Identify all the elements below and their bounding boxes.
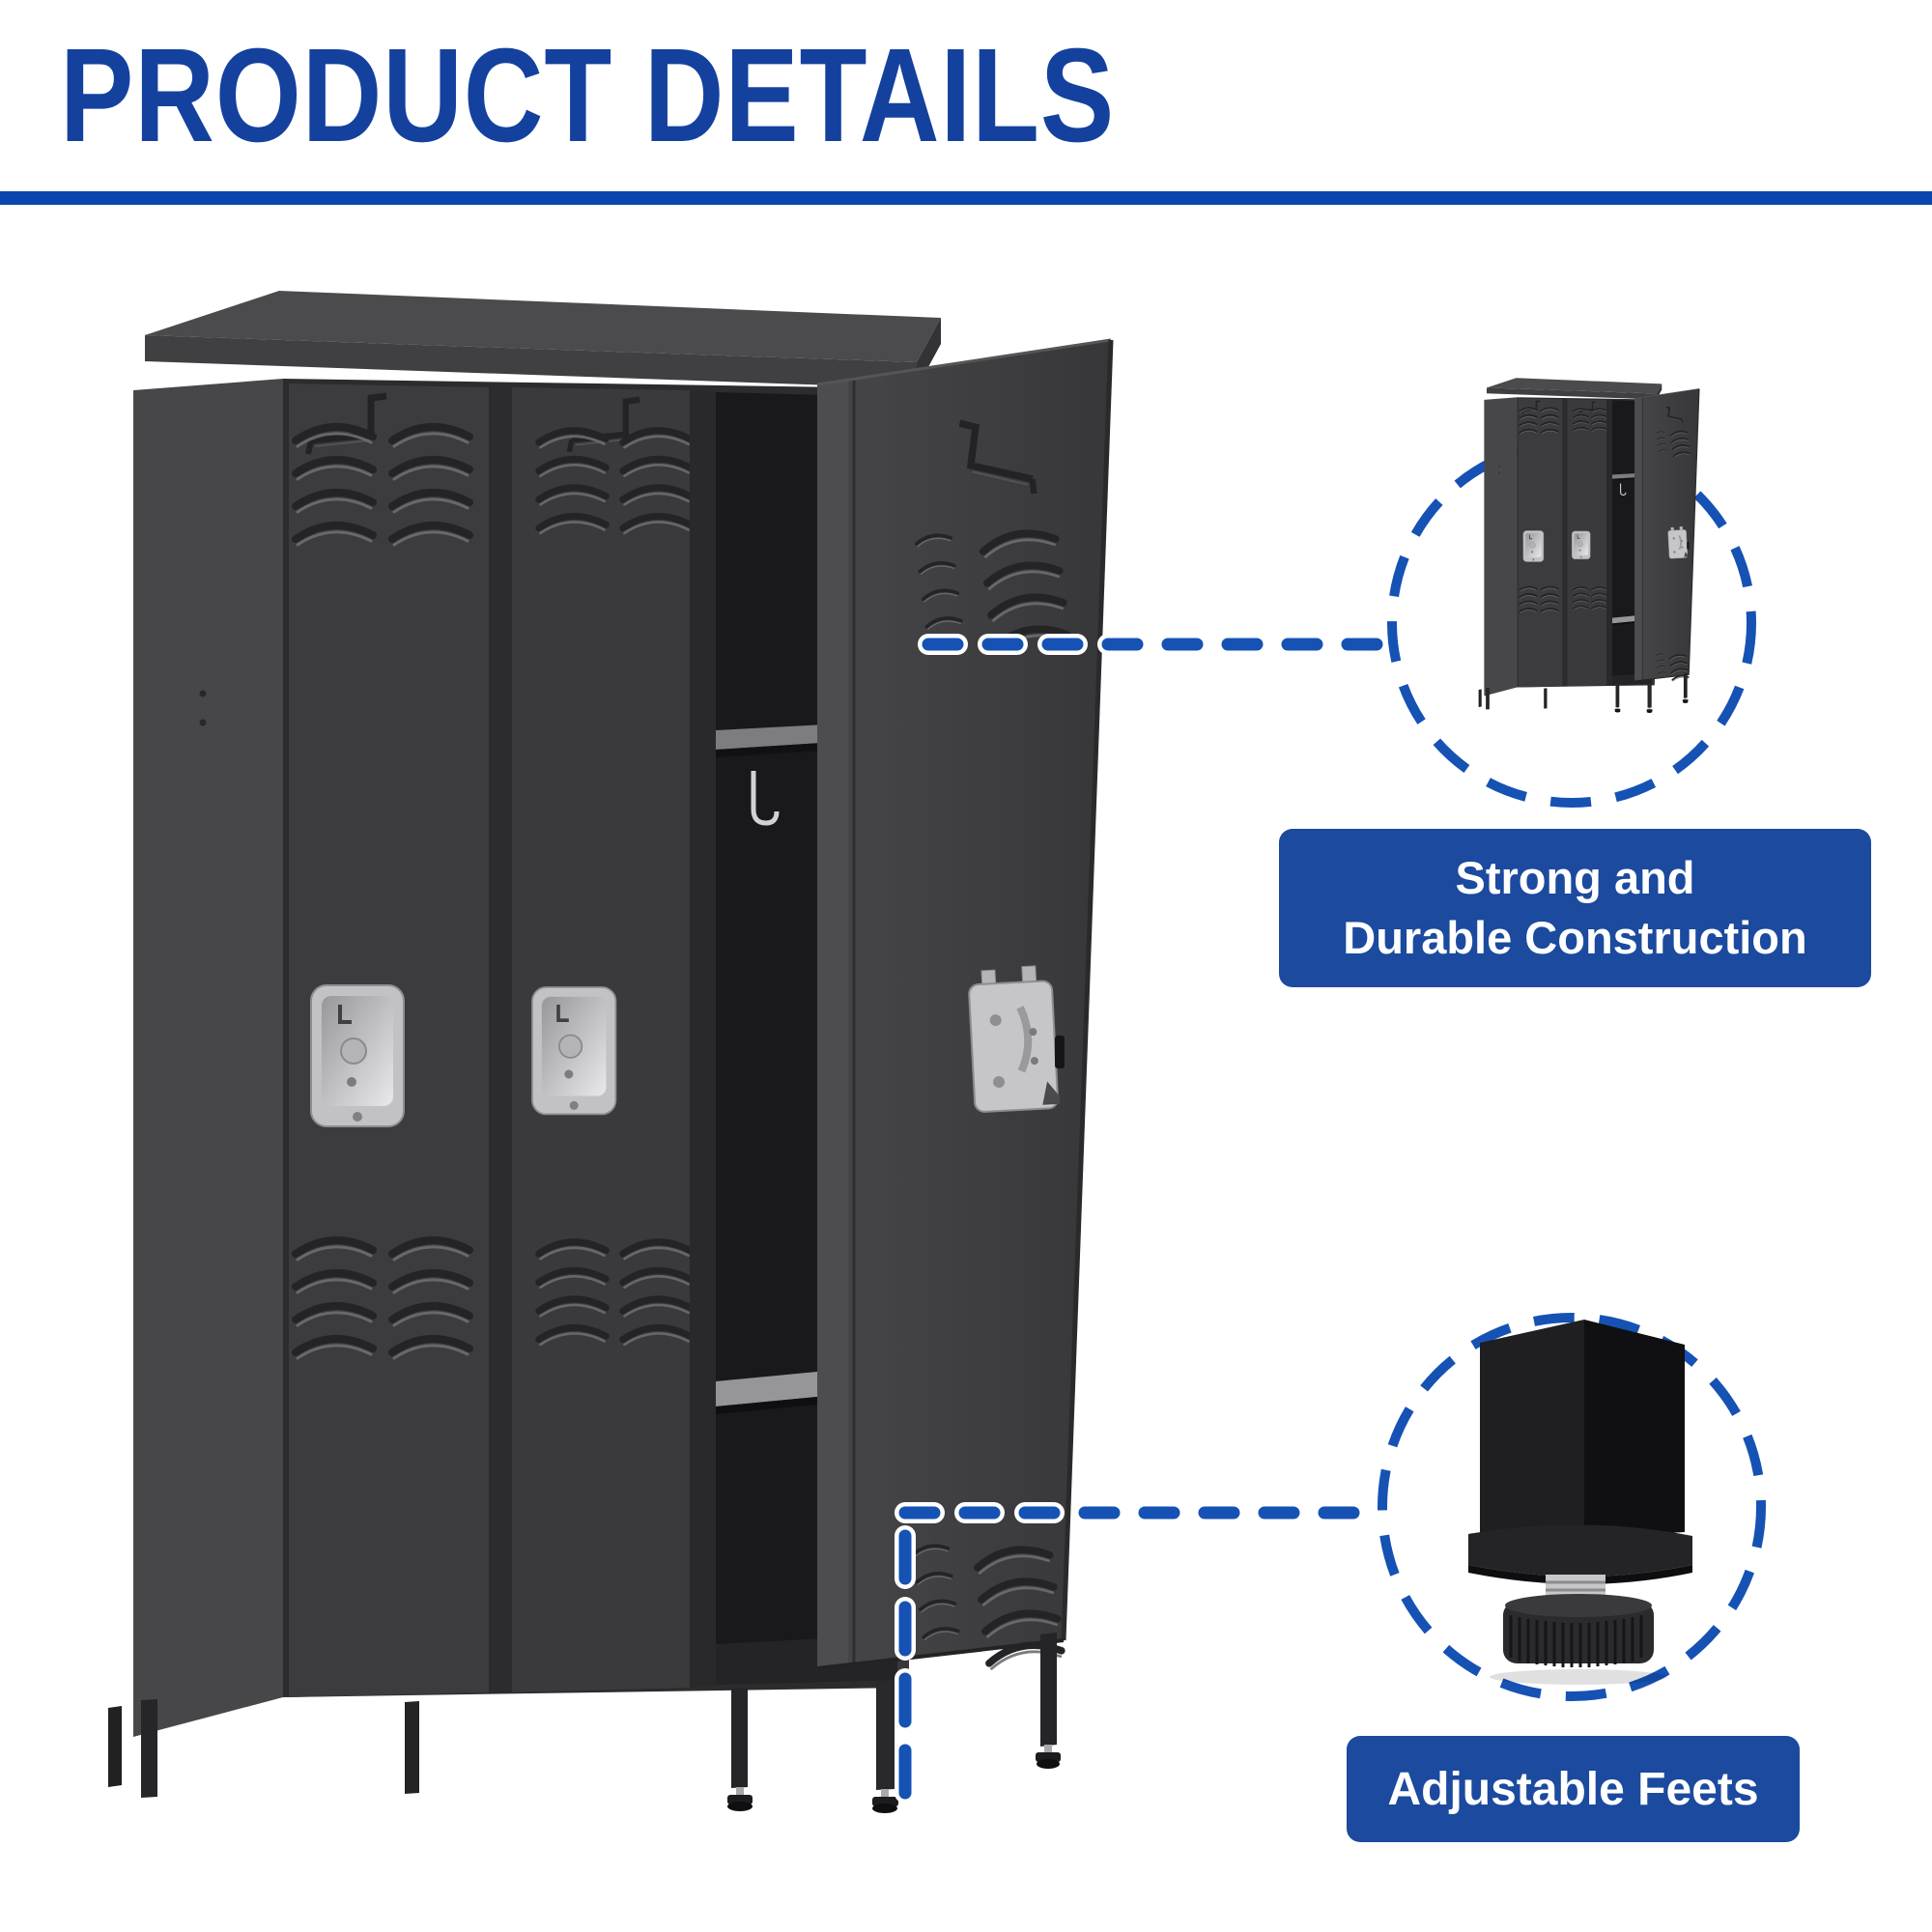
page-title: PRODUCT DETAILS [60, 21, 1116, 170]
callout-circle-feet [1378, 1313, 1766, 1701]
callout-label-construction: Strong and Durable Construction [1279, 829, 1871, 987]
callout-label-adjustable-feet: Adjustable Feets [1347, 1736, 1800, 1842]
mini-locker-thumbnail-icon [1479, 378, 1699, 713]
title-divider [0, 191, 1932, 205]
adjustable-foot-icon [1468, 1320, 1692, 1685]
connector-dashed-line-bottom [895, 1502, 1393, 1804]
main-locker-illustration [108, 291, 1111, 1813]
callout-circle-construction [1387, 439, 1756, 808]
